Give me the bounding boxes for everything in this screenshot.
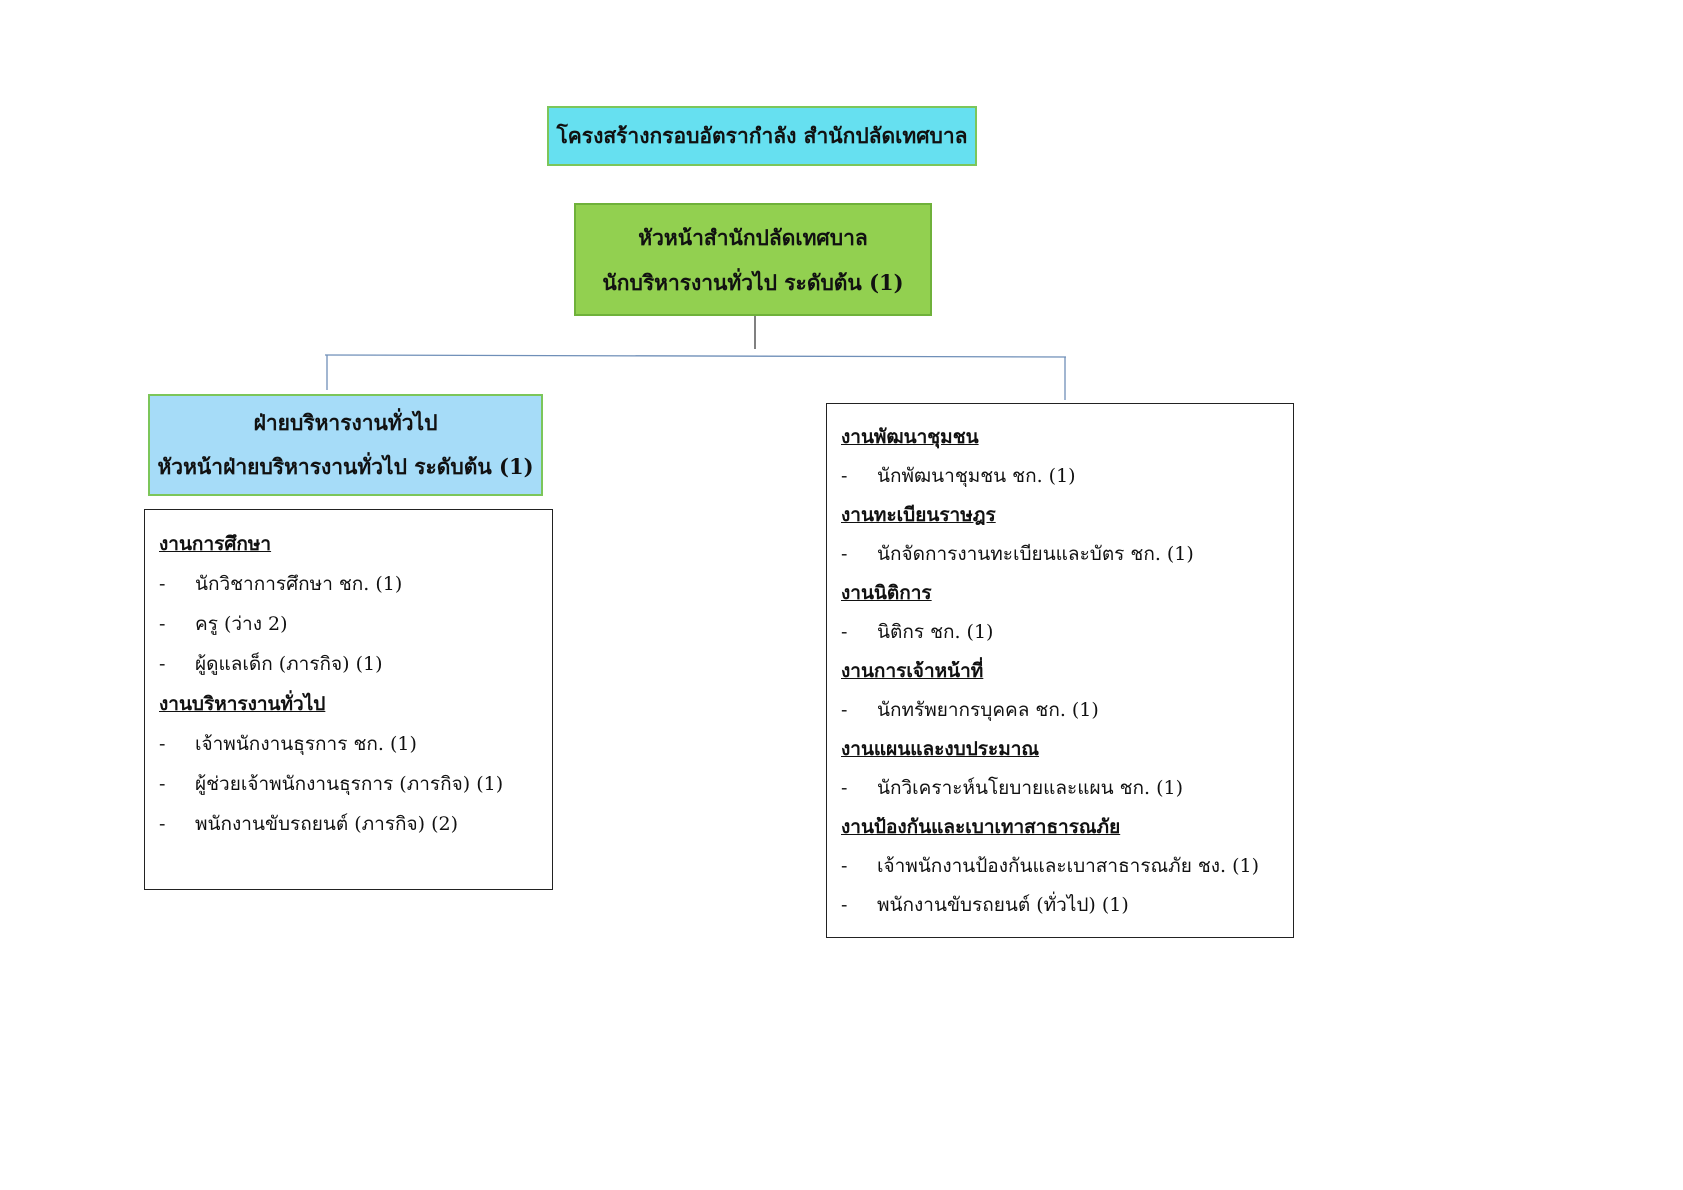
- bullet-dash: -: [159, 733, 166, 755]
- bullet-dash: -: [159, 813, 166, 835]
- section-title: งานการเจ้าหน้าที่: [841, 660, 984, 682]
- item-text: เจ้าพนักงานธุรการ ชก. (1): [195, 733, 417, 755]
- item-text: พนักงานขับรถยนต์ (ภารกิจ) (2): [195, 813, 459, 835]
- section-title: งานบริหารงานทั่วไป: [159, 693, 326, 715]
- bullet-dash: -: [841, 543, 848, 565]
- bullet-dash: -: [841, 894, 848, 916]
- item-text: นักทรัพยากรบุคคล ชก. (1): [877, 699, 1099, 721]
- list-item: - เจ้าพนักงานป้องกันและเบาสาธารณภัย ชง. (…: [841, 847, 1279, 886]
- list-item: - ผู้ดูแลเด็ก (ภารกิจ) (1): [159, 644, 538, 684]
- bullet-dash: -: [841, 777, 848, 799]
- list-item: - นักวิชาการศึกษา ชก. (1): [159, 564, 538, 604]
- list-item: - เจ้าพนักงานธุรการ ชก. (1): [159, 724, 538, 764]
- bullet-dash: -: [841, 855, 848, 877]
- list-item: - นักทรัพยากรบุคคล ชก. (1): [841, 691, 1279, 730]
- list-item: - นักพัฒนาชุมชน ชก. (1): [841, 457, 1279, 496]
- section-title: งานนิติการ: [841, 582, 932, 604]
- head-position-title: หัวหน้าสำนักปลัดเทศบาล: [638, 224, 868, 250]
- head-position-rank: นักบริหารงานทั่วไป ระดับต้น (1): [602, 269, 904, 295]
- item-text: นักวิชาการศึกษา ชก. (1): [195, 573, 403, 595]
- section-title: งานการศึกษา: [159, 533, 272, 555]
- section-title: งานป้องกันและเบาเทาสาธารณภัย: [841, 816, 1121, 838]
- item-text: เจ้าพนักงานป้องกันและเบาสาธารณภัย ชง. (1…: [877, 855, 1260, 877]
- bullet-dash: -: [841, 465, 848, 487]
- list-item: - ครู (ว่าง 2): [159, 604, 538, 644]
- chart-title: โครงสร้างกรอบอัตรากำลัง สำนักปลัดเทศบาล: [547, 106, 977, 166]
- item-text: ครู (ว่าง 2): [195, 613, 288, 635]
- item-text: นักวิเคราะห์นโยบายและแผน ชก. (1): [877, 777, 1184, 799]
- chart-title-text: โครงสร้างกรอบอัตรากำลัง สำนักปลัดเทศบาล: [556, 122, 968, 148]
- bullet-dash: -: [159, 573, 166, 595]
- item-text: ผู้ดูแลเด็ก (ภารกิจ) (1): [195, 653, 383, 675]
- bullet-dash: -: [841, 699, 848, 721]
- list-item: - ผู้ช่วยเจ้าพนักงานธุรการ (ภารกิจ) (1): [159, 764, 538, 804]
- list-item: - พนักงานขับรถยนต์ (ภารกิจ) (2): [159, 804, 538, 844]
- division-head: หัวหน้าฝ่ายบริหารงานทั่วไป ระดับต้น (1): [157, 454, 534, 479]
- item-text: นักจัดการงานทะเบียนและบัตร ชก. (1): [877, 543, 1194, 565]
- bullet-dash: -: [159, 773, 166, 795]
- section-title: งานแผนและงบประมาณ: [841, 738, 1040, 760]
- division-title: ฝ่ายบริหารงานทั่วไป: [253, 410, 438, 435]
- list-item: - นักจัดการงานทะเบียนและบัตร ชก. (1): [841, 535, 1279, 574]
- item-text: นักพัฒนาชุมชน ชก. (1): [877, 465, 1076, 487]
- left-staff-list: งานการศึกษา - นักวิชาการศึกษา ชก. (1) - คร…: [144, 509, 553, 890]
- list-item: - พนักงานขับรถยนต์ (ทั่วไป) (1): [841, 886, 1279, 925]
- item-text: นิติกร ชก. (1): [877, 621, 994, 643]
- bullet-dash: -: [841, 621, 848, 643]
- item-text: ผู้ช่วยเจ้าพนักงานธุรการ (ภารกิจ) (1): [195, 773, 504, 795]
- bullet-dash: -: [159, 613, 166, 635]
- connector-horizontal: [324, 354, 1067, 358]
- section-title: งานทะเบียนราษฎร: [841, 504, 996, 526]
- list-item: - นักวิเคราะห์นโยบายและแผน ชก. (1): [841, 769, 1279, 808]
- section-title: งานพัฒนาชุมชน: [841, 426, 979, 448]
- bullet-dash: -: [159, 653, 166, 675]
- head-position-box: หัวหน้าสำนักปลัดเทศบาล นักบริหารงานทั่วไ…: [574, 203, 932, 316]
- item-text: พนักงานขับรถยนต์ (ทั่วไป) (1): [877, 894, 1129, 916]
- right-staff-list: งานพัฒนาชุมชน - นักพัฒนาชุมชน ชก. (1) งาน…: [826, 403, 1294, 938]
- list-item: - นิติกร ชก. (1): [841, 613, 1279, 652]
- division-box: ฝ่ายบริหารงานทั่วไป หัวหน้าฝ่ายบริหารงาน…: [148, 394, 543, 496]
